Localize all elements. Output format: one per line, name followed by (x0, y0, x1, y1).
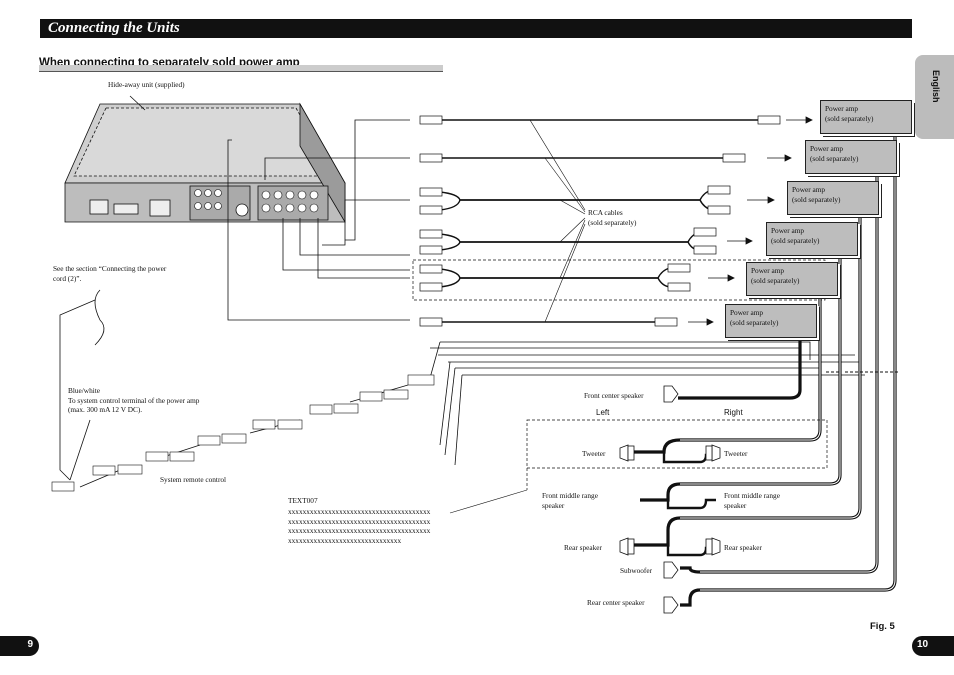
power-amp-1: Power amp (sold separately) (820, 100, 912, 134)
rca-cables-label: RCA cables (sold separately) (588, 208, 637, 227)
rca-jacks (194, 189, 319, 213)
rca-cables (439, 119, 760, 323)
power-amp-5: Power amp (sold separately) (746, 262, 838, 296)
page-title: Connecting the Units (48, 20, 180, 36)
language-label: English (931, 70, 941, 103)
text-block: xxxxxxxxxxxxxxxxxxxxxxxxxxxxxxxxxxxxxxx … (288, 507, 431, 545)
subwoofer-label: Subwoofer (620, 566, 653, 575)
remote-cables (59, 289, 865, 488)
title-bar (40, 19, 912, 38)
rear-center-speaker-label: Rear center speaker (587, 598, 645, 607)
figure-label: Fig. 5 (870, 621, 895, 632)
power-cord-note: See the section “Connecting the power co… (53, 264, 167, 283)
rear-speaker-left-label: Rear speaker (564, 543, 602, 552)
rca-routing-lines (227, 119, 410, 321)
rca-label-leaders (529, 119, 586, 323)
optional-speaker-box (526, 419, 828, 469)
page-number-right: 10 (917, 639, 929, 650)
power-amp-6: Power amp (sold separately) (725, 304, 817, 338)
heading-rule (39, 65, 443, 71)
front-mid-right-label: Front middle range speaker (724, 491, 780, 510)
front-mid-left-label: Front middle range speaker (542, 491, 598, 510)
text-code: TEXT007 (288, 496, 318, 505)
power-amp-3: Power amp (sold separately) (787, 181, 879, 215)
speaker-icons (619, 385, 721, 614)
rca-plugs (419, 115, 781, 327)
front-center-speaker-label: Front center speaker (584, 391, 644, 400)
page-number-left: 9 (27, 639, 33, 650)
speaker-wires-inner (680, 135, 896, 591)
left-label: Left (596, 408, 610, 417)
system-remote-label: System remote control (160, 475, 227, 484)
remote-connectors (51, 374, 435, 492)
power-amp-4: Power amp (sold separately) (766, 222, 858, 256)
tweeter-left-label: Tweeter (582, 449, 606, 458)
tweeter-right-label: Tweeter (724, 449, 748, 458)
page-number-right-badge: 10 (912, 636, 954, 656)
heading-underline (39, 71, 443, 72)
hide-away-unit (64, 95, 346, 224)
arrows-to-amps (688, 116, 813, 326)
language-tab (915, 55, 954, 139)
rear-speaker-right-label: Rear speaker (724, 543, 762, 552)
right-label: Right (724, 408, 743, 417)
hide-away-unit-label: Hide-away unit (supplied) (108, 80, 185, 89)
power-amp-2: Power amp (sold separately) (805, 140, 897, 174)
page-number-left-badge: 9 (0, 636, 39, 656)
blue-white-note: Blue/white To system control terminal of… (68, 386, 200, 414)
